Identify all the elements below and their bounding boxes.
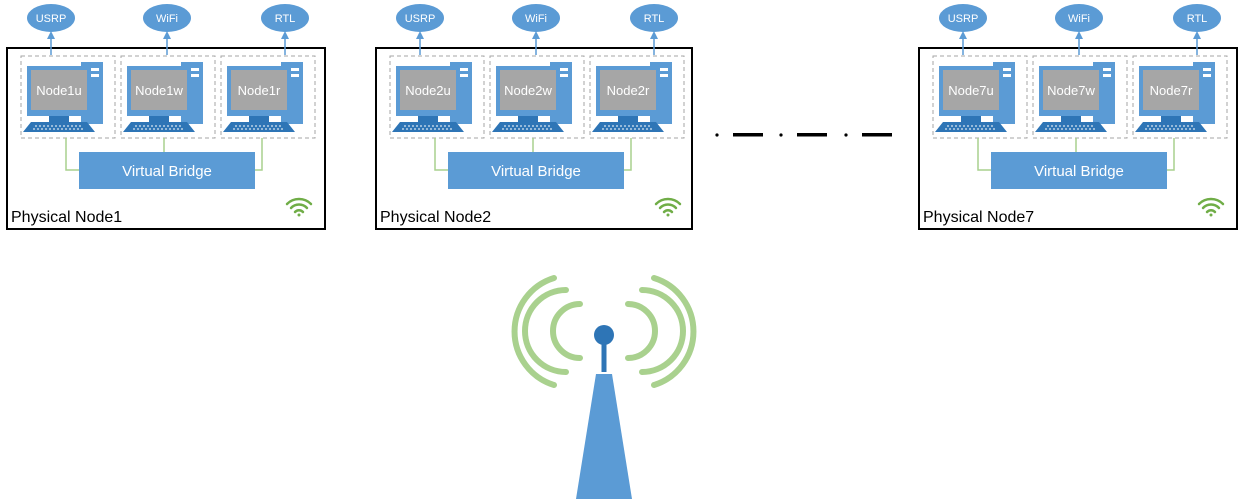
svg-text:Node7u: Node7u (948, 83, 994, 98)
svg-text:Virtual Bridge: Virtual Bridge (491, 163, 581, 180)
computer-icon (1135, 62, 1215, 132)
computer-icon (1035, 62, 1115, 132)
device-usrp: USRP (396, 4, 444, 55)
svg-text:Node2r: Node2r (607, 83, 650, 98)
vm-node-r: Node7r (1132, 55, 1228, 139)
vm-node-w: Node2w (489, 55, 585, 139)
svg-text:Node1w: Node1w (135, 83, 183, 98)
computer-icon (392, 62, 472, 132)
device-usrp: USRP (27, 4, 75, 55)
physical-node-label: Physical Node2 (380, 209, 491, 226)
vm-node-u: Node7u (932, 55, 1028, 139)
wifi-icon (1197, 197, 1225, 217)
svg-text:WiFi: WiFi (525, 13, 547, 25)
svg-text:Node1r: Node1r (238, 83, 281, 98)
device-rtl: RTL (1173, 4, 1221, 55)
wifi-icon (654, 197, 682, 217)
device-wifi: WiFi (512, 4, 560, 55)
svg-text:RTL: RTL (644, 13, 665, 25)
wifi-icon (285, 197, 313, 217)
device-rtl: RTL (261, 4, 309, 55)
device-rtl: RTL (630, 4, 678, 55)
device-wifi: WiFi (143, 4, 191, 55)
svg-text:Node2u: Node2u (405, 83, 451, 98)
svg-text:USRP: USRP (36, 13, 67, 25)
virtual-bridge: Virtual Bridge (991, 152, 1167, 189)
svg-text:Node2w: Node2w (504, 83, 552, 98)
computer-icon (492, 62, 572, 132)
svg-text:Virtual Bridge: Virtual Bridge (1034, 163, 1124, 180)
device-usrp: USRP (939, 4, 987, 55)
device-wifi: WiFi (1055, 4, 1103, 55)
vm-node-u: Node2u (389, 55, 485, 139)
vm-node-u: Node1u (20, 55, 116, 139)
computer-icon (935, 62, 1015, 132)
vm-node-w: Node7w (1032, 55, 1128, 139)
computer-icon (23, 62, 103, 132)
vm-node-r: Node1r (220, 55, 316, 139)
svg-text:Node1u: Node1u (36, 83, 82, 98)
svg-text:Node7r: Node7r (1150, 83, 1193, 98)
physical-node-7: USRP WiFi RTL N (918, 4, 1238, 230)
physical-node-label: Physical Node1 (11, 209, 122, 226)
svg-text:RTL: RTL (1187, 13, 1208, 25)
svg-text:WiFi: WiFi (1068, 13, 1090, 25)
svg-text:RTL: RTL (275, 13, 296, 25)
virtual-bridge: Virtual Bridge (79, 152, 255, 189)
svg-text:Node7w: Node7w (1047, 83, 1095, 98)
physical-node-1: USRP WiFi RTL (6, 4, 326, 230)
svg-text:WiFi: WiFi (156, 13, 178, 25)
dash-dot-ellipsis (715, 133, 892, 137)
svg-text:Virtual Bridge: Virtual Bridge (122, 163, 212, 180)
computer-icon (223, 62, 303, 132)
computer-icon (123, 62, 203, 132)
antenna-tower-icon (511, 275, 697, 499)
physical-node-2: USRP WiFi RTL N (375, 4, 693, 230)
computer-icon (592, 62, 672, 132)
svg-text:USRP: USRP (405, 13, 436, 25)
virtual-bridge: Virtual Bridge (448, 152, 624, 189)
vm-node-r: Node2r (589, 55, 685, 139)
physical-node-label: Physical Node7 (923, 209, 1034, 226)
svg-text:USRP: USRP (948, 13, 979, 25)
vm-node-w: Node1w (120, 55, 216, 139)
